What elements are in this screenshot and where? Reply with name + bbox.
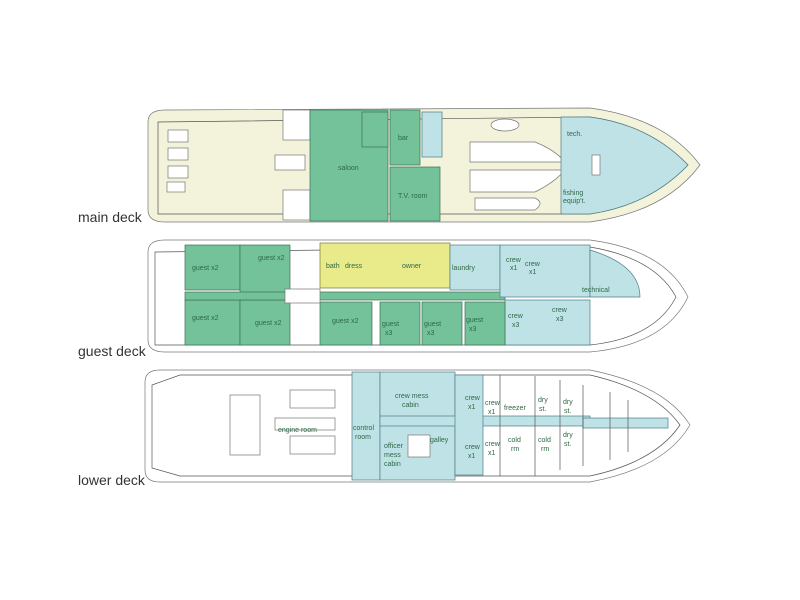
room-label: x3 xyxy=(469,326,477,333)
tv-room xyxy=(389,166,441,222)
room-label: owner xyxy=(402,263,422,270)
room-label: equip't. xyxy=(563,198,585,205)
tech-area xyxy=(560,116,689,215)
room-label: technical xyxy=(582,287,610,294)
room-label: bar xyxy=(398,135,409,142)
bar xyxy=(389,109,421,166)
guest-deck-plan: guest x2 guest x2 guest x2 guest x2 gues… xyxy=(147,239,689,353)
room-label: x3 xyxy=(385,330,393,337)
room-label: room xyxy=(355,434,371,441)
room-label: guest xyxy=(466,317,483,324)
control-room xyxy=(351,371,381,481)
room-label: mess xyxy=(384,452,401,459)
room-label: galley xyxy=(430,437,449,444)
room-label: crew xyxy=(485,441,501,448)
room-label: control xyxy=(353,425,374,432)
room-label: x1 xyxy=(468,404,476,411)
room-label: x1 xyxy=(510,265,518,272)
room-label: st. xyxy=(564,408,571,415)
room-label: guest x2 xyxy=(255,320,282,327)
room-label: guest x2 xyxy=(192,265,219,272)
room-label: officer xyxy=(384,443,404,450)
room-label: x3 xyxy=(427,330,435,337)
main-deck-plan: saloon bar T.V. room tech. fishing equip… xyxy=(147,107,701,223)
room-label: dry xyxy=(538,397,548,404)
room-label: x1 xyxy=(529,269,537,276)
room-label: cabin xyxy=(402,402,419,409)
room-label: fishing xyxy=(563,190,583,197)
room-label: tech. xyxy=(567,131,582,138)
room-label: dry xyxy=(563,399,573,406)
room-label: freezer xyxy=(504,405,526,412)
room-label: x1 xyxy=(488,409,496,416)
room-label: cabin xyxy=(384,461,401,468)
lower-deck-plan: engine room control room crew mess cabin… xyxy=(144,369,691,483)
room-label: rm xyxy=(541,446,549,453)
room-label: x1 xyxy=(488,450,496,457)
room-label: x3 xyxy=(512,322,520,329)
room-label: st. xyxy=(564,441,571,448)
room-label: crew xyxy=(506,257,522,264)
room-label: cold xyxy=(538,437,551,444)
guest-deck-label: guest deck xyxy=(78,343,147,359)
room-label: x3 xyxy=(556,316,564,323)
room-label: st. xyxy=(539,406,546,413)
room-label: guest x2 xyxy=(332,318,359,325)
room-label: T.V. room xyxy=(398,193,427,200)
room-label: crew xyxy=(552,307,568,314)
room-label: dry xyxy=(563,432,573,439)
room-label: guest xyxy=(382,321,399,328)
room-label: crew mess xyxy=(395,393,429,400)
room-label: crew xyxy=(465,444,481,451)
room-label: rm xyxy=(511,446,519,453)
room-label: laundry xyxy=(452,265,475,272)
room-label: guest x2 xyxy=(192,315,219,322)
room-label: guest x2 xyxy=(258,255,285,262)
main-deck-label: main deck xyxy=(78,209,143,225)
room-label: crew xyxy=(465,395,481,402)
room-label: bath xyxy=(326,263,340,270)
lower-deck-label: lower deck xyxy=(78,472,146,488)
room-label: crew xyxy=(508,313,524,320)
room-label: x1 xyxy=(468,453,476,460)
room-label: crew xyxy=(525,261,541,268)
room-label: guest xyxy=(424,321,441,328)
room-label: crew xyxy=(485,400,501,407)
room-label: cold xyxy=(508,437,521,444)
room-label: dress xyxy=(345,263,363,270)
room-label: engine room xyxy=(278,427,317,434)
room-label: saloon xyxy=(338,165,359,172)
